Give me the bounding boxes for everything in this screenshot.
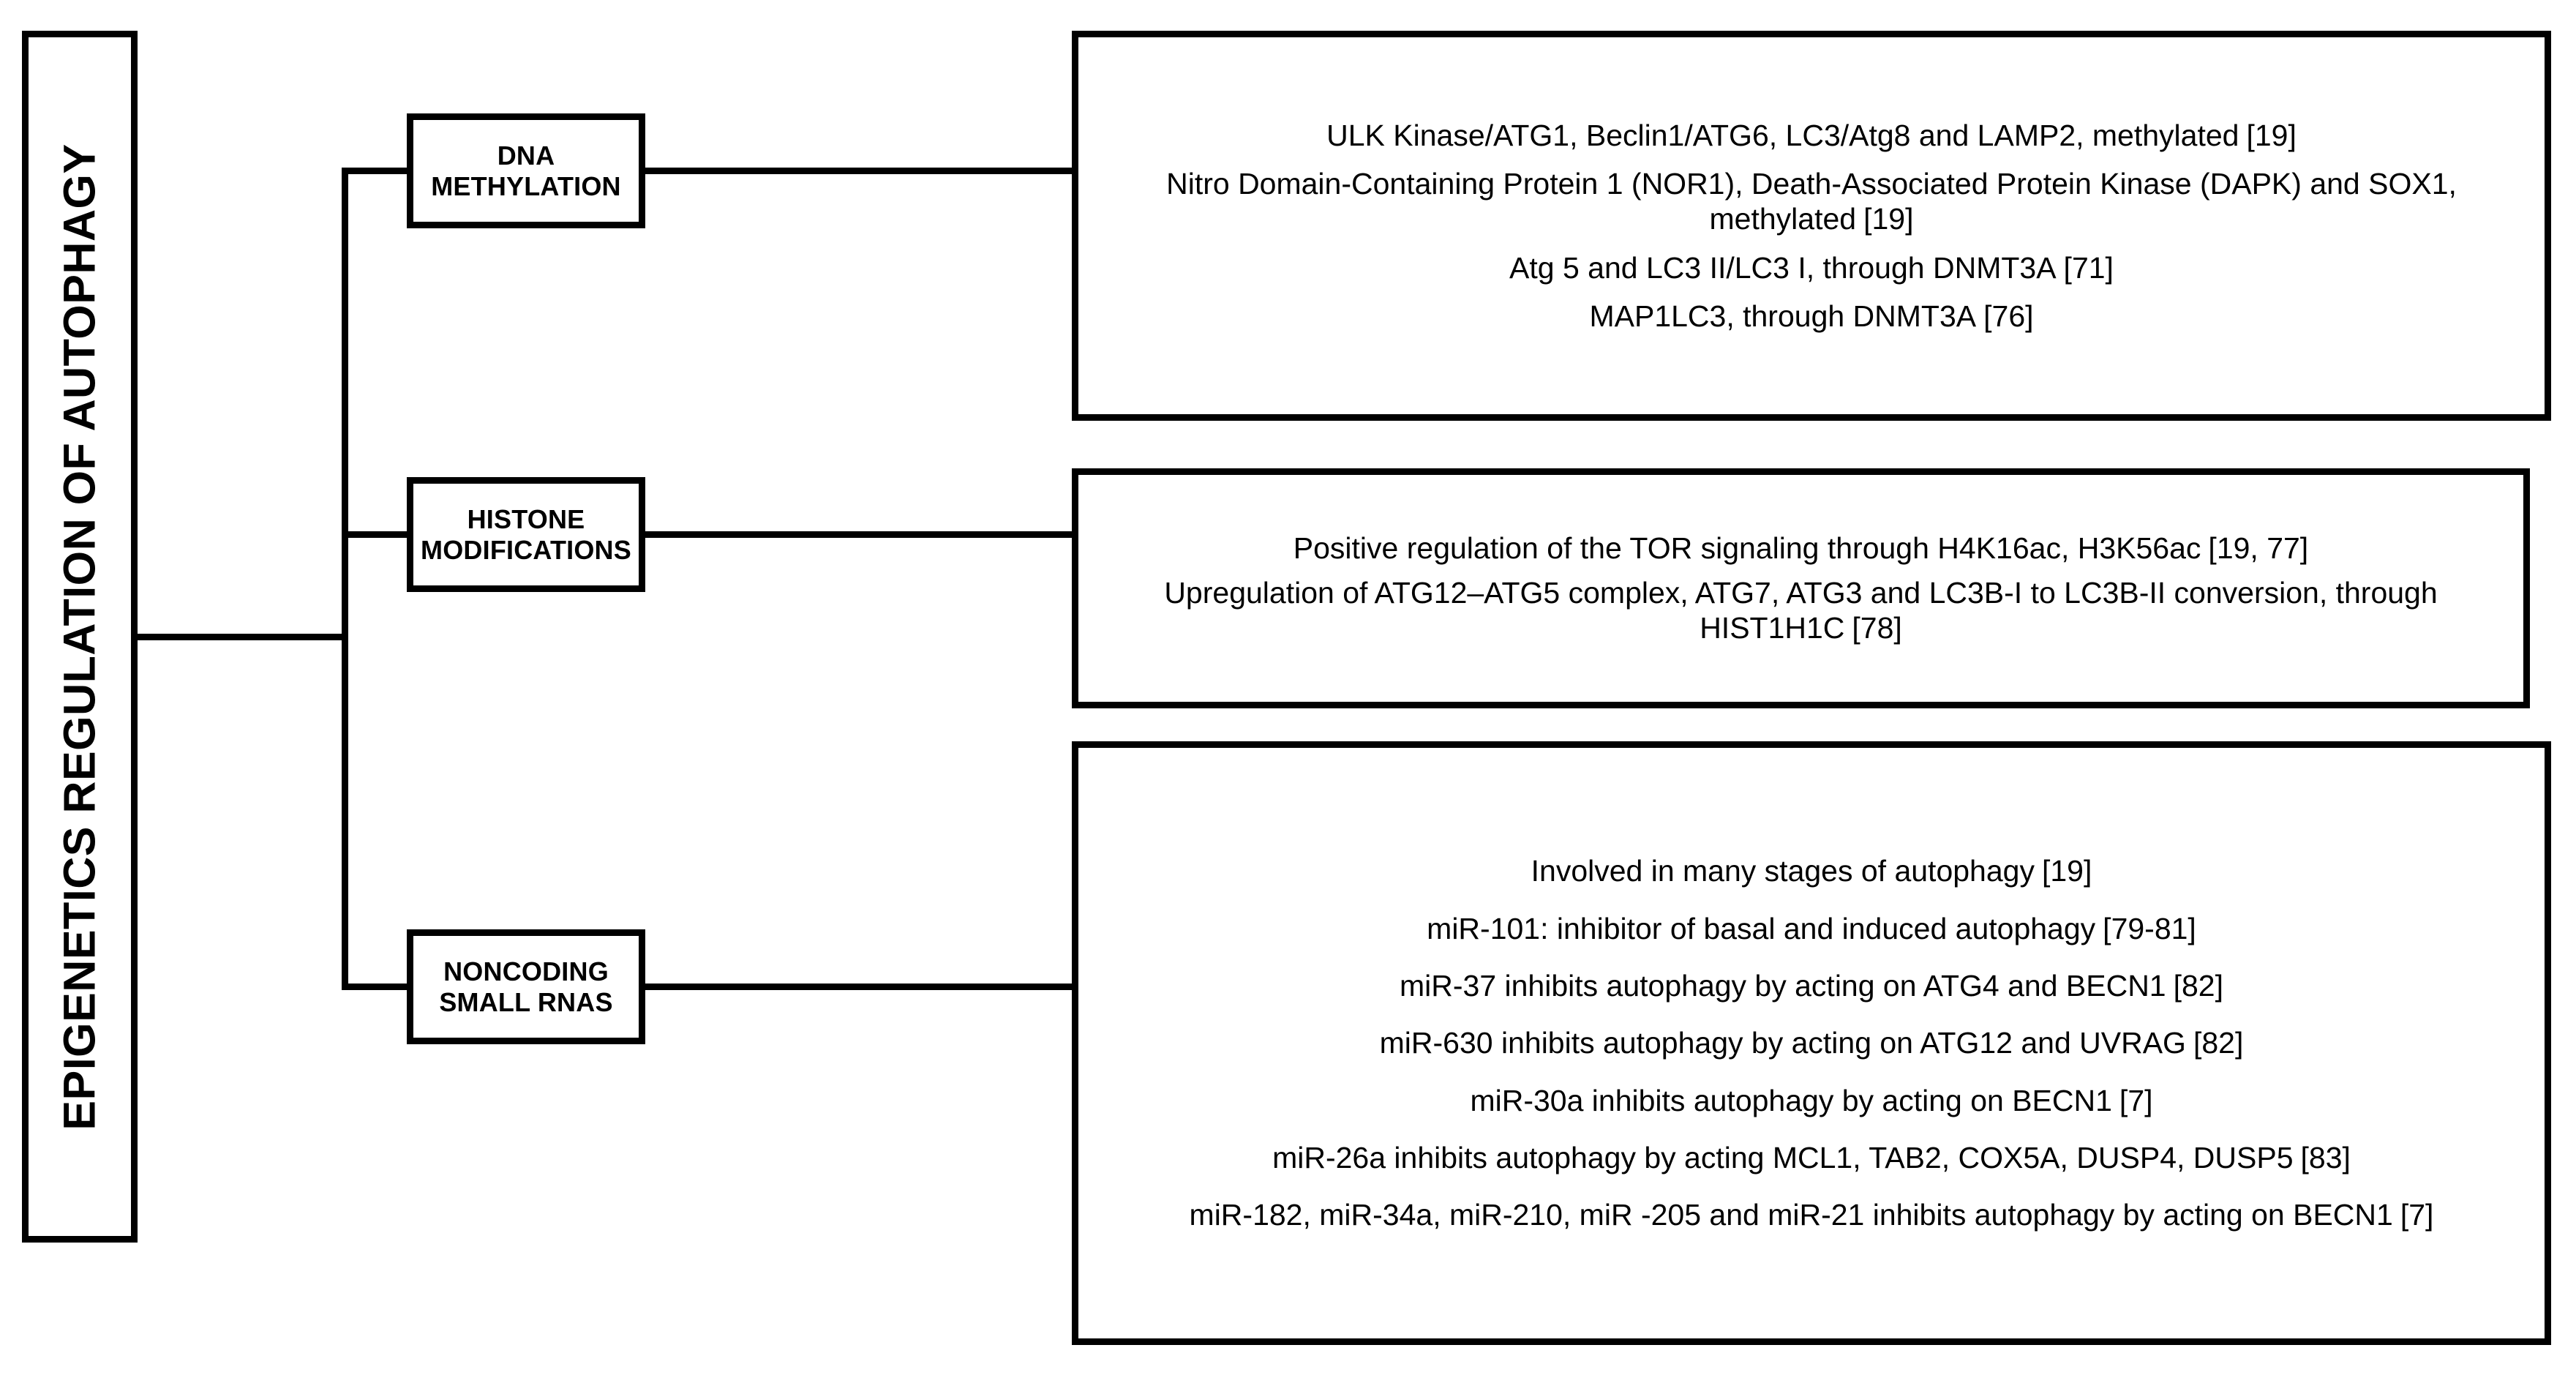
detail-line: miR-26a inhibits autophagy by acting MCL… [1097, 1140, 2526, 1175]
detail-text: miR-630 inhibits autophagy by acting on … [1379, 1026, 2186, 1060]
detail-reference: [19] [2041, 854, 2092, 888]
detail-reference: [82] [2173, 968, 2223, 1003]
detail-reference: [71] [2063, 250, 2114, 285]
detail-text: Upregulation of ATG12–ATG5 complex, ATG7… [1164, 575, 2438, 645]
detail-text: ULK Kinase/ATG1, Beclin1/ATG6, LC3/Atg8 … [1326, 118, 2239, 152]
detail-node-dna-methylation: ULK Kinase/ATG1, Beclin1/ATG6, LC3/Atg8 … [1072, 31, 2551, 421]
detail-line: Upregulation of ATG12–ATG5 complex, ATG7… [1097, 575, 2504, 646]
detail-line: Positive regulation of the TOR signaling… [1097, 531, 2504, 566]
detail-reference: [82] [2193, 1026, 2244, 1060]
detail-text: miR-30a inhibits autophagy by acting on … [1470, 1083, 2112, 1117]
detail-line: Atg 5 and LC3 II/LC3 I, through DNMT3A[7… [1097, 250, 2526, 285]
detail-node-histone-modifications: Positive regulation of the TOR signaling… [1072, 468, 2530, 708]
connector-noncoding-small-rnas-to-details [645, 984, 1075, 990]
root-node-label: EPIGENETICS REGULATION OF AUTOPHAGY [54, 143, 105, 1131]
connector-trunk-to-histone-modifications [342, 531, 410, 538]
detail-text: miR-26a inhibits autophagy by acting MCL… [1272, 1141, 2294, 1175]
detail-reference: [7] [2400, 1198, 2434, 1232]
detail-text: Atg 5 and LC3 II/LC3 I, through DNMT3A [1509, 250, 2057, 285]
category-label-dna-methylation: DNA METHYLATION [431, 141, 621, 201]
detail-reference: [78] [1852, 611, 1902, 645]
connector-dna-methylation-to-details [645, 168, 1075, 174]
detail-reference: [19, 77] [2208, 531, 2309, 566]
detail-reference: [83] [2300, 1141, 2351, 1175]
detail-text: miR-101: inhibitor of basal and induced … [1427, 911, 2096, 945]
root-node-epigenetics-regulation-of-autophagy: EPIGENETICS REGULATION OF AUTOPHAGY [22, 31, 138, 1243]
connector-root-to-trunk [138, 634, 348, 640]
category-label-noncoding-small-rnas: NONCODING SMALL RNAS [439, 956, 613, 1017]
category-node-histone-modifications: HISTONE MODIFICATIONS [407, 477, 645, 592]
connector-trunk-to-noncoding-small-rnas [342, 984, 410, 990]
detail-line: miR-182, miR-34a, miR-210, miR -205 and … [1097, 1197, 2526, 1232]
detail-text: Positive regulation of the TOR signaling… [1293, 531, 2201, 566]
detail-line: MAP1LC3, through DNMT3A[76] [1097, 299, 2526, 334]
category-node-dna-methylation: DNA METHYLATION [407, 113, 645, 228]
connector-trunk-to-dna-methylation [342, 168, 410, 174]
detail-node-noncoding-small-rnas: Involved in many stages of autophagy[19]… [1072, 741, 2551, 1345]
detail-line: miR-630 inhibits autophagy by acting on … [1097, 1025, 2526, 1060]
detail-text: MAP1LC3, through DNMT3A [1589, 299, 1977, 334]
detail-reference: [19] [1863, 202, 1914, 236]
detail-reference: [19] [2246, 118, 2297, 152]
detail-reference: [7] [2119, 1083, 2153, 1117]
detail-text: miR-182, miR-34a, miR-210, miR -205 and … [1189, 1198, 2393, 1232]
detail-line: Involved in many stages of autophagy[19] [1097, 853, 2526, 888]
detail-line: Nitro Domain-Containing Protein 1 (NOR1)… [1097, 166, 2526, 237]
detail-line: ULK Kinase/ATG1, Beclin1/ATG6, LC3/Atg8 … [1097, 118, 2526, 153]
connector-histone-modifications-to-details [645, 531, 1075, 538]
connector-vertical-trunk [342, 168, 348, 987]
detail-reference: [79-81] [2103, 911, 2196, 945]
detail-line: miR-37 inhibits autophagy by acting on A… [1097, 968, 2526, 1003]
detail-line: miR-101: inhibitor of basal and induced … [1097, 911, 2526, 946]
category-node-noncoding-small-rnas: NONCODING SMALL RNAS [407, 929, 645, 1044]
detail-reference: [76] [1983, 299, 2034, 334]
detail-line: miR-30a inhibits autophagy by acting on … [1097, 1083, 2526, 1118]
category-label-histone-modifications: HISTONE MODIFICATIONS [421, 504, 631, 565]
detail-text: miR-37 inhibits autophagy by acting on A… [1400, 968, 2166, 1003]
detail-text: Involved in many stages of autophagy [1531, 854, 2035, 888]
detail-text: Nitro Domain-Containing Protein 1 (NOR1)… [1166, 166, 2457, 236]
